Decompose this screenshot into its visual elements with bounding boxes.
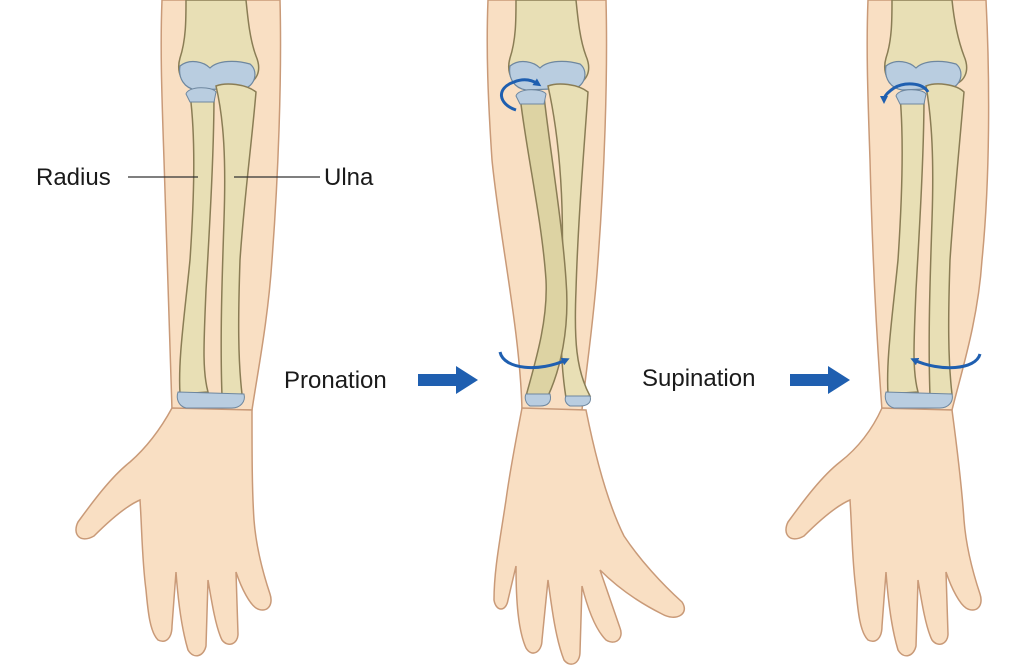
pronation-arrow [418, 366, 478, 394]
hand-skin [493, 407, 685, 665]
radius-head-cartilage [185, 87, 217, 103]
elbow-cartilage [509, 60, 586, 91]
pronation-label: Pronation [284, 367, 387, 394]
supination-arrow [790, 366, 850, 394]
proximal-rotation-arrow [880, 82, 930, 104]
elbow-cartilage [179, 60, 256, 91]
ulna-bone [215, 83, 257, 397]
distal-rotation-arrow [910, 353, 982, 370]
distal-rotation-arrow [498, 351, 570, 370]
neutral-arm: Radius Ulna [36, 0, 374, 657]
radius-bone [886, 95, 925, 395]
supinated-arm [785, 0, 990, 657]
wrist-cartilage-ulna [564, 395, 591, 407]
ulna-bone [547, 83, 592, 399]
hand-skin [75, 407, 272, 657]
wrist-cartilage [884, 391, 953, 409]
wrist-cartilage [176, 391, 245, 409]
radius-bone [178, 93, 215, 395]
radius-head-cartilage [895, 89, 927, 105]
supination-label: Supination [642, 365, 755, 392]
pronated-arm [486, 0, 685, 665]
hand-skin [785, 407, 982, 657]
radius-head-cartilage [515, 89, 547, 105]
wrist-cartilage [524, 393, 551, 407]
ulna-label: Ulna [324, 164, 374, 191]
proximal-rotation-arrow [500, 78, 542, 112]
radius-label: Radius [36, 164, 111, 191]
